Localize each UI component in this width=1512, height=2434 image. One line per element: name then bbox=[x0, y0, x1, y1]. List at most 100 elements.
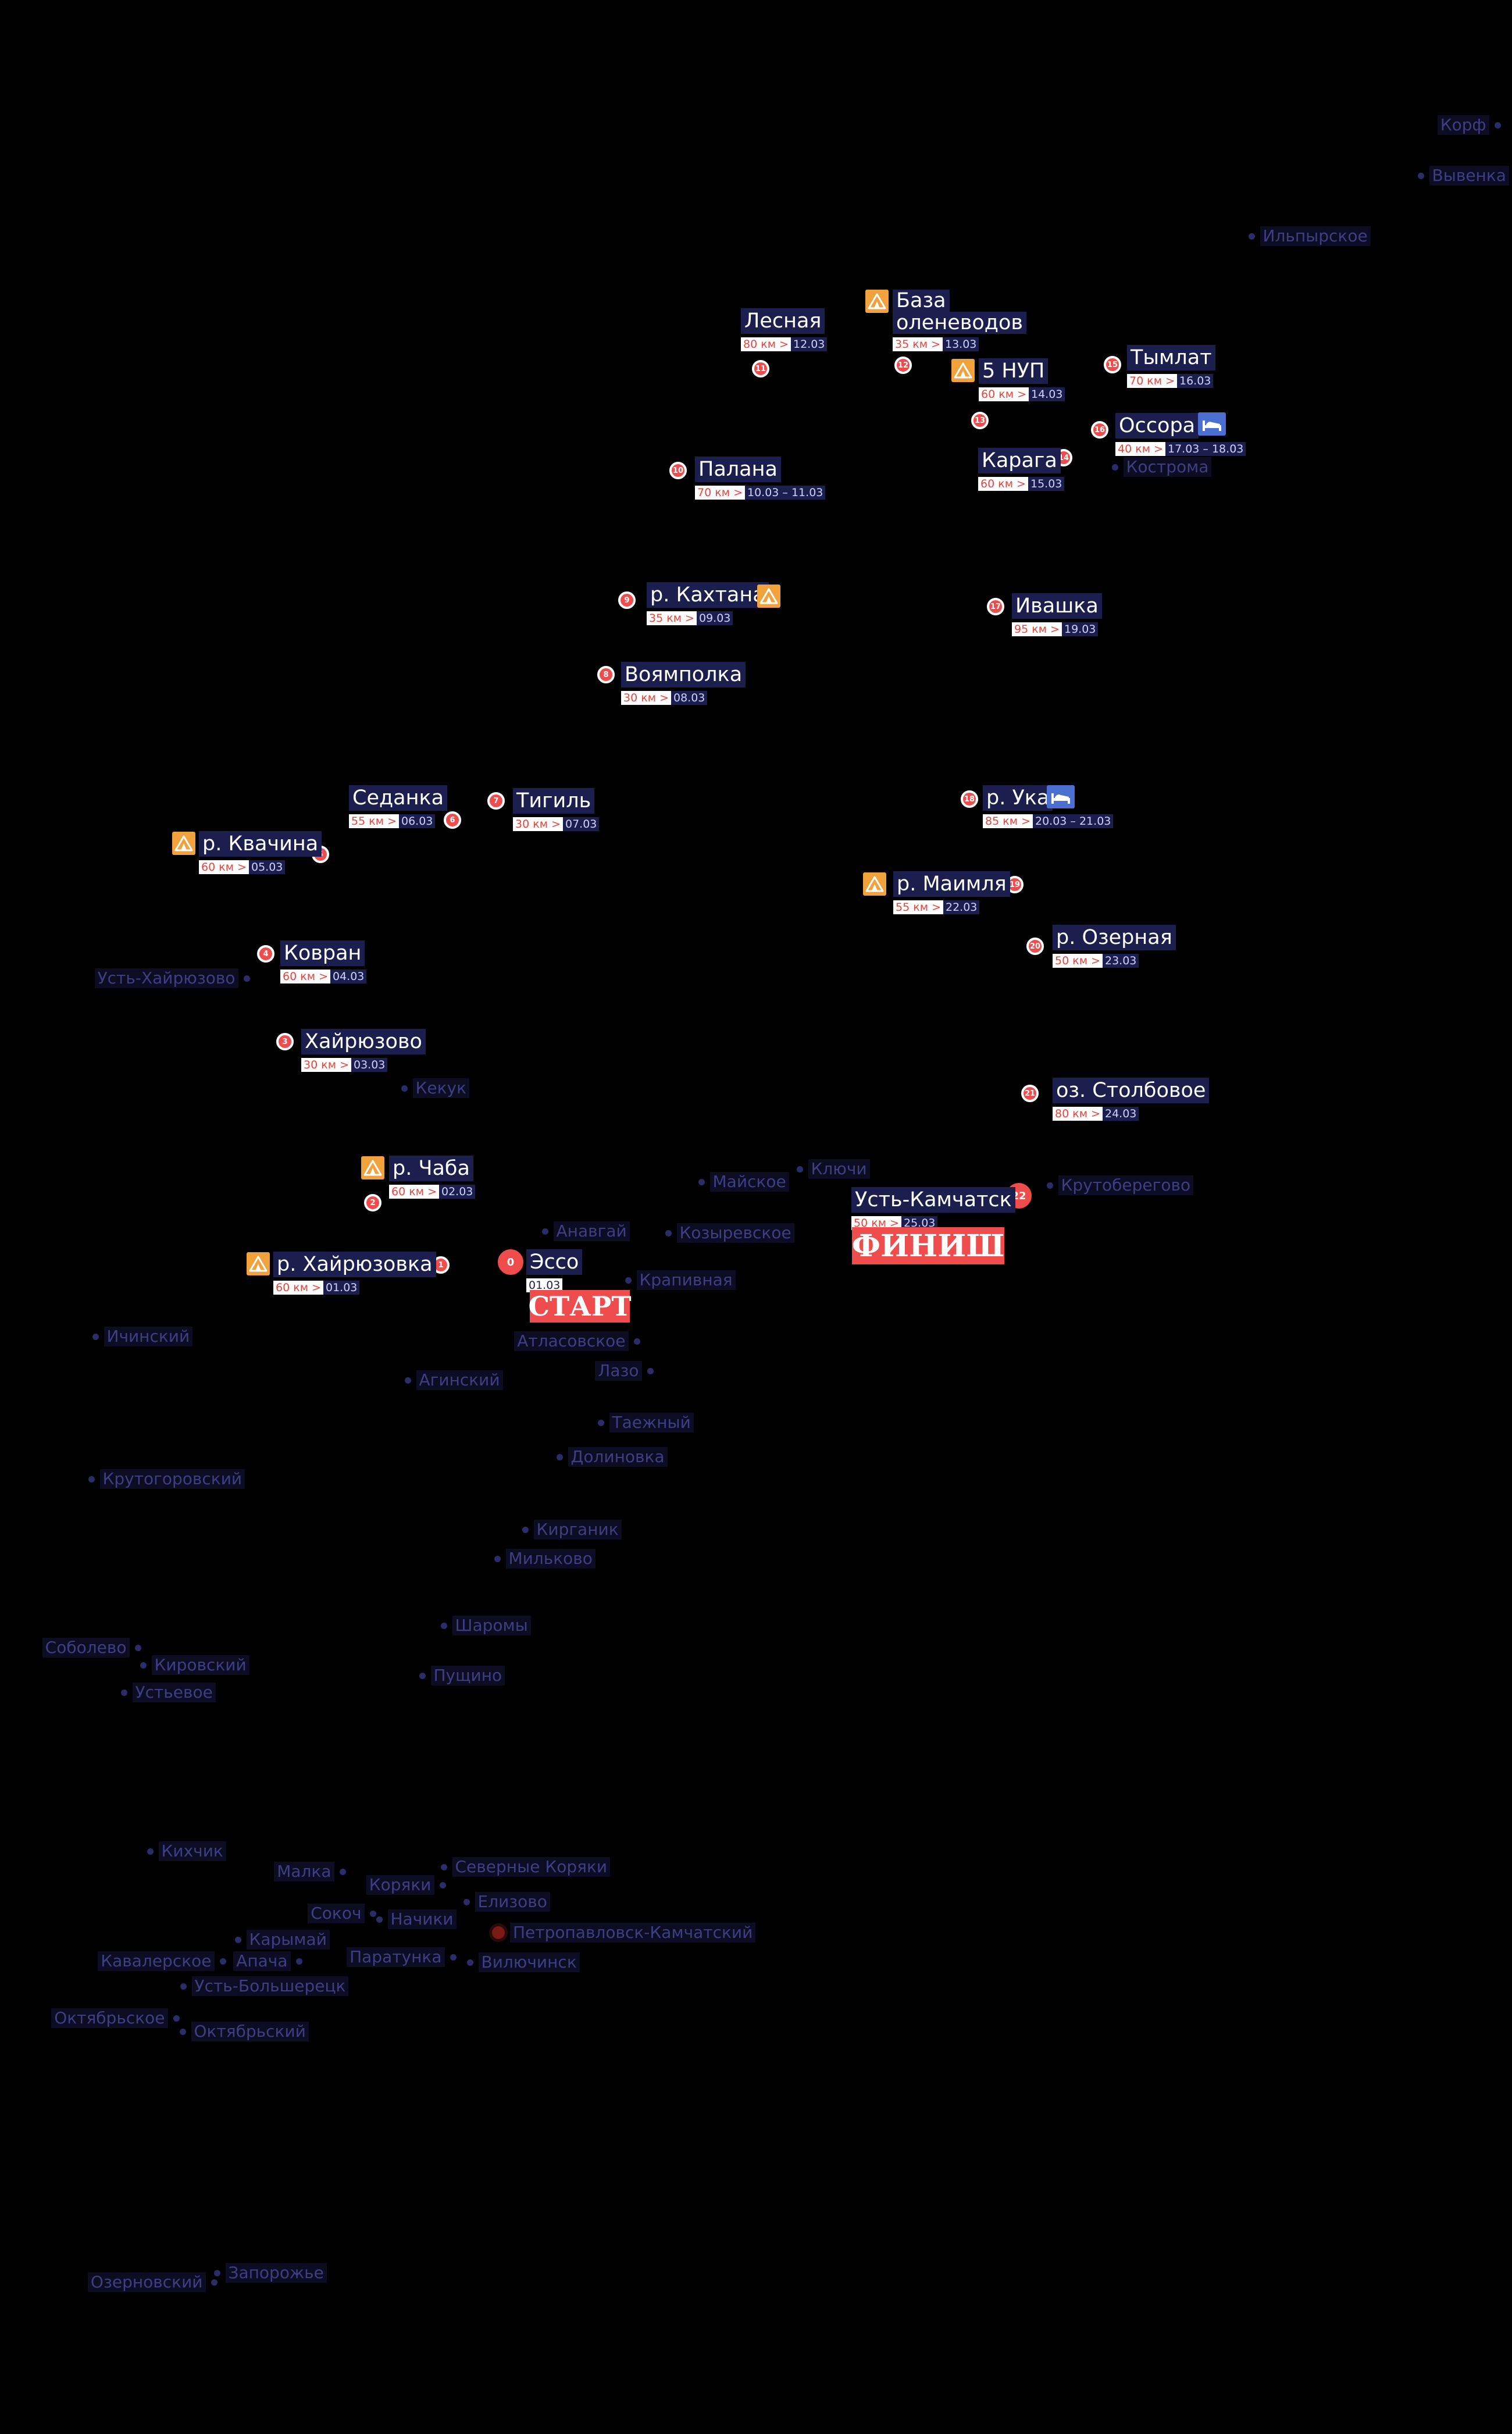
stop-date: 02.03 bbox=[439, 1185, 476, 1199]
stop-marker[interactable]: 7 bbox=[487, 792, 505, 810]
stop-name: р. Маимля bbox=[893, 871, 1010, 897]
town-atlasovskoe: Атласовское bbox=[514, 1331, 640, 1351]
stop-name: оз. Столбовое bbox=[1053, 1078, 1210, 1103]
stop-date: 03.03 bbox=[351, 1058, 388, 1072]
town-name: Атласовское bbox=[514, 1331, 629, 1351]
stop-distance: 35 км > bbox=[893, 337, 943, 351]
town-maiskoe: Майское bbox=[698, 1172, 789, 1192]
stop-marker[interactable]: 3 bbox=[276, 1033, 294, 1050]
town-icchinsky: Ичинский bbox=[92, 1327, 193, 1346]
stop-distance-value: 35 км bbox=[895, 338, 928, 351]
stop-date: 15.03 bbox=[1028, 477, 1065, 491]
stop-marker[interactable]: 16 bbox=[1091, 421, 1108, 439]
stop-info: 55 км > 06.03 bbox=[349, 814, 447, 828]
town-dot bbox=[440, 1863, 447, 1870]
stop-date: 08.03 bbox=[671, 691, 708, 705]
stop-marker[interactable]: 6 bbox=[444, 811, 461, 829]
town-name: Шаромы bbox=[452, 1616, 531, 1635]
stop-marker[interactable]: 4 bbox=[257, 945, 274, 963]
stop-info: 60 км > 05.03 bbox=[199, 860, 322, 874]
stop-name: р. Хайрюзовка bbox=[273, 1252, 436, 1277]
bed-icon bbox=[1198, 412, 1226, 436]
town-ustyevoe: Устьевое bbox=[120, 1683, 216, 1702]
town-dot bbox=[633, 1338, 640, 1345]
stop-marker[interactable]: 9 bbox=[618, 591, 636, 609]
town-sokoch: Сокоч bbox=[308, 1904, 376, 1923]
separator: > bbox=[776, 338, 789, 351]
town-zaporozhye: Запорожье bbox=[213, 2263, 327, 2283]
stop-marker[interactable]: 20 bbox=[1026, 938, 1044, 955]
separator: > bbox=[886, 1217, 899, 1230]
tent-icon bbox=[951, 359, 975, 382]
stop-distance: 30 км > bbox=[301, 1058, 351, 1072]
separator: > bbox=[1047, 623, 1060, 636]
stop-info: 40 км > 17.03 – 18.03 bbox=[1115, 442, 1246, 456]
town-dot bbox=[376, 1916, 383, 1923]
stop-distance: 30 км > bbox=[621, 691, 671, 705]
town-name: Крутогоровский bbox=[99, 1469, 245, 1489]
tent-icon bbox=[865, 290, 889, 313]
stop-marker[interactable]: 17 bbox=[987, 598, 1004, 615]
stop-distance-value: 50 км bbox=[1055, 954, 1088, 967]
town-dot bbox=[92, 1333, 99, 1340]
stop-marker[interactable]: 15 bbox=[1104, 356, 1121, 373]
stop-marker[interactable]: 12 bbox=[894, 357, 912, 374]
town-name: Таежный bbox=[609, 1413, 694, 1432]
stop-name: р. Кахтана bbox=[647, 582, 769, 608]
town-dot bbox=[1111, 464, 1118, 471]
stop-date: 16.03 bbox=[1177, 374, 1214, 388]
town-name: Крутоберегово bbox=[1058, 1175, 1194, 1195]
town-name: Апача bbox=[233, 1951, 291, 1971]
town-dot bbox=[140, 1662, 147, 1669]
town-name: Малка bbox=[274, 1862, 334, 1881]
stop-marker[interactable]: 11 bbox=[752, 360, 769, 377]
stop-marker[interactable]: 18 bbox=[961, 790, 978, 808]
town-dot bbox=[88, 1476, 95, 1483]
town-dot bbox=[234, 1936, 241, 1943]
stop-info: 80 км > 24.03 bbox=[1053, 1107, 1209, 1121]
stop-marker[interactable]: 21 bbox=[1021, 1085, 1039, 1102]
town-dot bbox=[625, 1277, 632, 1284]
stop-distance: 40 км > bbox=[1115, 442, 1165, 456]
town-aginsky: Агинский bbox=[404, 1370, 503, 1390]
stop-info: 60 км > 15.03 bbox=[978, 477, 1065, 491]
stop-info: 70 км > 10.03 – 11.03 bbox=[695, 486, 826, 500]
town-dolinovka: Долиновка bbox=[556, 1447, 668, 1467]
stop-distance: 60 км > bbox=[199, 860, 249, 874]
town-name: Козыревское bbox=[676, 1223, 794, 1243]
stop-marker[interactable]: 2 bbox=[364, 1194, 381, 1211]
town-dot bbox=[494, 1555, 501, 1562]
town-dot bbox=[419, 1672, 426, 1679]
town-name: Петропавловск-Камчатский bbox=[510, 1923, 756, 1943]
stop-marker[interactable]: 13 bbox=[971, 412, 989, 429]
stop-info: 30 км > 03.03 bbox=[301, 1058, 426, 1072]
stop-marker[interactable]: 8 bbox=[597, 666, 615, 683]
town-koryaki: Коряки bbox=[366, 1875, 446, 1895]
stop-marker[interactable]: 0 bbox=[498, 1249, 523, 1275]
stop-distance: 95 км > bbox=[1012, 622, 1062, 636]
separator: > bbox=[384, 815, 397, 828]
separator: > bbox=[1150, 443, 1163, 455]
town-kostroma: Кострома bbox=[1111, 457, 1212, 477]
start-label: СТАРТ bbox=[528, 1290, 632, 1323]
town-name: Усть-Большерецк bbox=[191, 1976, 349, 1996]
stop-info: 60 км > 01.03 bbox=[273, 1281, 436, 1295]
stop-name: Лесная bbox=[741, 308, 825, 334]
stop-name: Усть-Камчатск bbox=[851, 1187, 1015, 1213]
town-dot bbox=[120, 1689, 127, 1696]
stop-distance: 70 км > bbox=[1127, 374, 1177, 388]
town-dot bbox=[401, 1085, 408, 1092]
stop-marker[interactable]: 10 bbox=[669, 462, 687, 479]
tent-icon bbox=[757, 585, 780, 608]
town-dot bbox=[556, 1453, 563, 1460]
stop-info: 60 км > 04.03 bbox=[280, 970, 367, 983]
